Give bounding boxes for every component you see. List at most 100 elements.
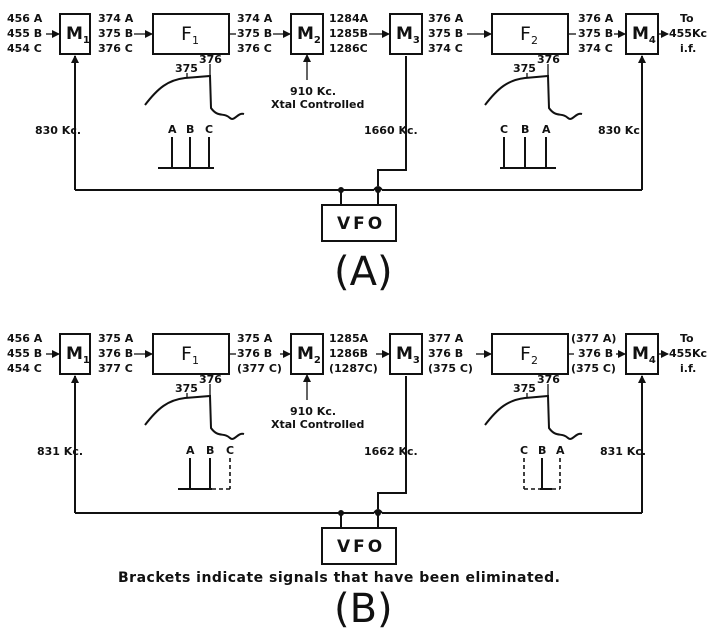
b-f1-out-b: 376 B: [237, 347, 272, 360]
a-filter-f1: [152, 13, 230, 55]
a-f2-sig-a: A: [542, 123, 551, 136]
b-xtal-label: Xtal Controlled: [271, 418, 364, 431]
b-vfo-box: [321, 527, 397, 565]
a-f1-375: 375: [175, 62, 198, 75]
b-input-b: 455 B: [7, 347, 42, 360]
a-output-to: To: [680, 12, 694, 25]
a-filter-f1-label: F1: [181, 23, 199, 47]
b-f2-passband: 375 376 C B A: [484, 373, 583, 490]
b-mixer-m3-label: M3: [396, 344, 420, 366]
b-f2-sig-a: A: [556, 444, 565, 457]
diagram-b: 456 A 455 B 454 C M1 375 A 376 B 377 C F…: [7, 332, 707, 632]
b-m1-out-b: 376 B: [98, 347, 133, 360]
b-note: Brackets indicate signals that have been…: [118, 570, 560, 586]
a-f1-376: 376: [199, 53, 222, 66]
b-vfo-label: VFO: [337, 537, 385, 557]
a-filter-f2-label: F2: [520, 23, 538, 47]
b-m2-out-a: 1285A: [329, 332, 369, 345]
a-m1-out-b: 375 B: [98, 27, 133, 40]
a-mixer-m4: [625, 13, 659, 55]
a-f1-sig-c: C: [205, 123, 213, 136]
a-f1-out-a: 374 A: [237, 12, 273, 25]
a-m2-out-c: 1286C: [329, 42, 368, 55]
b-filter-f1-label: F1: [181, 343, 199, 367]
a-mixer-m4-label: M4: [632, 24, 656, 46]
b-f1-out-a: 375 A: [237, 332, 273, 345]
a-mixer-m3: [389, 13, 423, 55]
a-f1-sig-a: A: [168, 123, 177, 136]
a-input-c: 454 C: [7, 42, 42, 55]
b-m3-out-c: (375 C): [428, 362, 473, 375]
b-vfo-m3-freq: 1662 Kc.: [364, 445, 418, 458]
b-f1-passband: 375 376 A B C: [144, 373, 245, 490]
b-m3-out-a: 377 A: [428, 332, 464, 345]
a-vfo-box: [321, 204, 397, 242]
a-vfo-m4-freq: 830 Kc.: [598, 124, 644, 137]
b-input-a: 456 A: [7, 332, 43, 345]
b-vfo-m1-freq: 831 Kc.: [37, 445, 83, 458]
b-mixer-m3: [389, 333, 423, 375]
b-filter-f2-label: F2: [520, 343, 538, 367]
b-output-freq: 455Kc: [669, 347, 707, 360]
a-f2-376: 376: [537, 53, 560, 66]
a-input-b: 455 B: [7, 27, 42, 40]
b-m1-out-a: 375 A: [98, 332, 134, 345]
a-m3-out-c: 374 C: [428, 42, 463, 55]
b-f1-376: 376: [199, 373, 222, 386]
a-f1-passband: 375 376 A B C: [144, 53, 245, 169]
a-f1-out-b: 375 B: [237, 27, 272, 40]
b-m1-out-c: 377 C: [98, 362, 133, 375]
a-vfo-m3-freq: 1660 Kc.: [364, 124, 418, 137]
a-m3-out-b: 375 B: [428, 27, 463, 40]
a-vfo-label: VFO: [337, 214, 385, 234]
b-f1-sig-b: B: [206, 444, 214, 457]
b-mixer-m2-label: M2: [297, 344, 321, 366]
b-f1-sig-a: A: [186, 444, 195, 457]
a-m3-out-a: 376 A: [428, 12, 464, 25]
b-output-if: i.f.: [680, 362, 696, 375]
b-f2-sig-c: C: [520, 444, 528, 457]
b-mixer-m4-label: M4: [632, 344, 656, 366]
a-m2-out-b: 1285B: [329, 27, 368, 40]
b-f2-out-b: 376 B: [578, 347, 613, 360]
b-m2-out-b: 1286B: [329, 347, 368, 360]
b-f1-sig-c: C: [226, 444, 234, 457]
a-m1-out-a: 374 A: [98, 12, 134, 25]
b-input-c: 454 C: [7, 362, 42, 375]
b-mixer-m1: [59, 333, 91, 375]
b-mixer-m2: [290, 333, 324, 375]
a-output-if: i.f.: [680, 42, 696, 55]
b-caption: (B): [334, 586, 393, 632]
a-mixer-m2: [290, 13, 324, 55]
b-f1-375: 375: [175, 382, 198, 395]
b-m3-out-b: 376 B: [428, 347, 463, 360]
a-f1-sig-b: B: [186, 123, 194, 136]
a-f2-sig-b: B: [521, 123, 529, 136]
a-mixer-m3-label: M3: [396, 24, 420, 46]
b-filter-f2: [491, 333, 569, 375]
a-f1-out-c: 376 C: [237, 42, 272, 55]
diagram-a: 456 A 455 B 454 C M1 374 A 375 B 376 C F…: [7, 12, 707, 295]
b-f2-376: 376: [537, 373, 560, 386]
b-xtal-freq: 910 Kc.: [290, 405, 336, 418]
a-mixer-m1-label: M1: [66, 24, 90, 46]
a-f2-out-c: 374 C: [578, 42, 613, 55]
a-input-a: 456 A: [7, 12, 43, 25]
a-mixer-m2-label: M2: [297, 24, 321, 46]
a-xtal-label: Xtal Controlled: [271, 98, 364, 111]
b-f2-375: 375: [513, 382, 536, 395]
a-f2-out-a: 376 A: [578, 12, 614, 25]
a-m1-out-c: 376 C: [98, 42, 133, 55]
b-output-to: To: [680, 332, 694, 345]
a-caption: (A): [334, 249, 393, 295]
b-vfo-m4-freq: 831 Kc.: [600, 445, 646, 458]
a-f2-375: 375: [513, 62, 536, 75]
a-f2-out-b: 375 B: [578, 27, 613, 40]
a-xtal-freq: 910 Kc.: [290, 85, 336, 98]
a-m2-out-a: 1284A: [329, 12, 369, 25]
a-f2-passband: 375 376 C B A: [484, 53, 583, 169]
b-filter-f1: [152, 333, 230, 375]
a-mixer-m1: [59, 13, 91, 55]
b-f1-out-c: (377 C): [237, 362, 282, 375]
